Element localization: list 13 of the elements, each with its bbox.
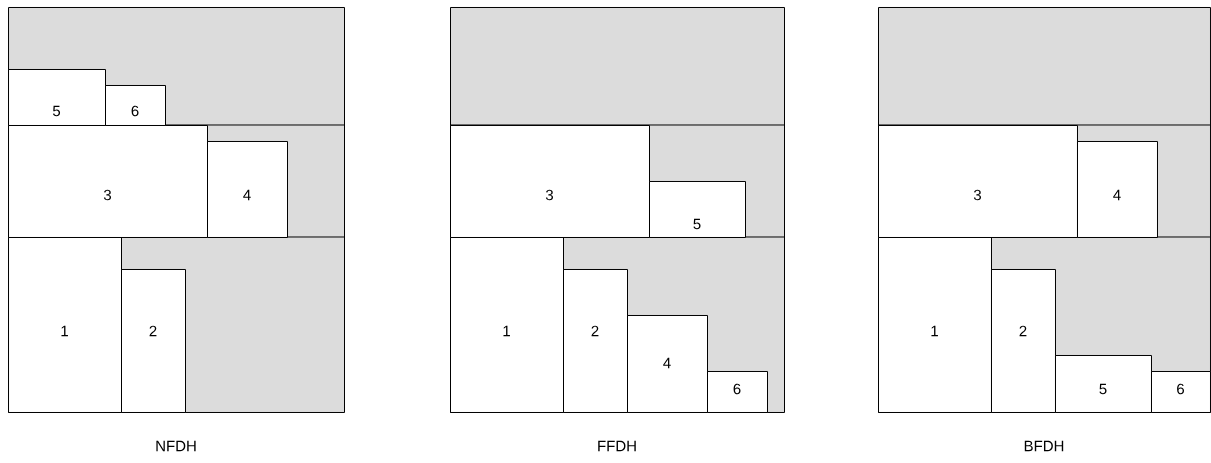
item-rectangle: 4	[207, 141, 288, 238]
item-rectangle: 2	[121, 269, 186, 413]
panel-caption: NFDH	[156, 440, 196, 452]
item-rectangle: 6	[105, 85, 166, 126]
item-rectangle: 5	[649, 181, 746, 238]
panel-caption: BFDH	[1024, 440, 1064, 452]
panel-caption: FFDH	[598, 440, 636, 452]
item-rectangle: 2	[563, 269, 628, 413]
item-rectangle: 6	[1151, 371, 1211, 413]
item-rectangle: 6	[707, 371, 768, 413]
item-rectangle: 2	[991, 269, 1056, 413]
item-rectangle: 4	[1077, 141, 1158, 238]
node-label: 6	[1177, 383, 1185, 395]
